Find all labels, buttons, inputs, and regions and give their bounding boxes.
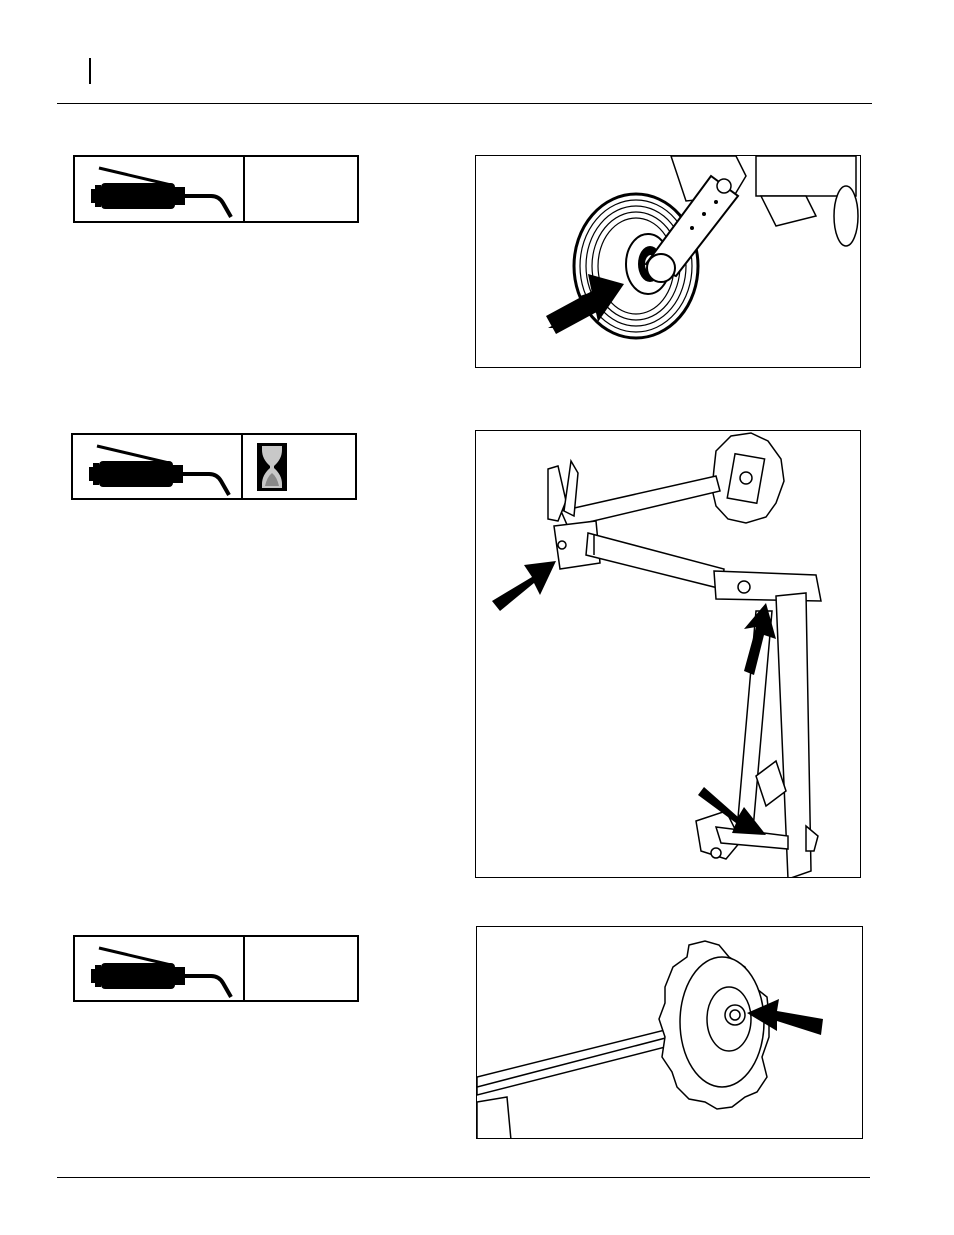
gauge-wheel-hub-figure xyxy=(475,155,861,368)
footer-rule xyxy=(57,1177,870,1178)
grease-gun-cell xyxy=(73,435,243,498)
interval-cell xyxy=(245,937,357,1000)
grease-gun-icon xyxy=(79,439,237,497)
grease-gun-cell xyxy=(75,937,245,1000)
marker-arm-pivot-figure xyxy=(475,430,861,878)
header-rule xyxy=(57,103,872,104)
marker-disc-hub-figure xyxy=(476,926,863,1139)
arrows xyxy=(492,561,776,835)
lube-symbol-box-3 xyxy=(73,935,359,1002)
grease-gun-icon xyxy=(81,161,239,219)
hourglass-icon xyxy=(255,441,289,493)
header-tick xyxy=(89,58,91,84)
lube-symbol-box-2 xyxy=(71,433,357,500)
grease-gun-icon xyxy=(81,941,239,999)
grease-gun-cell xyxy=(75,157,245,221)
interval-cell xyxy=(245,157,357,221)
interval-cell xyxy=(243,435,355,498)
lube-symbol-box-1 xyxy=(73,155,359,223)
